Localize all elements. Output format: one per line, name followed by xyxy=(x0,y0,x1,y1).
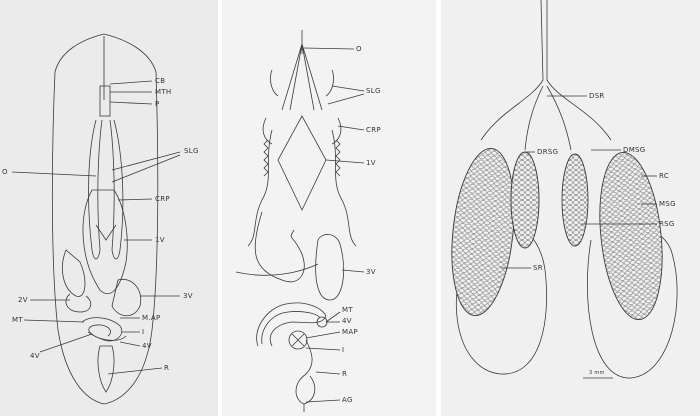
panel-salivary-glands: DSR DRSG DMSG RC MSG RSG SR 3 mm xyxy=(441,0,700,416)
label-3v: 3V xyxy=(366,268,376,276)
label-i: I xyxy=(342,346,344,354)
label-3v: 3V xyxy=(183,292,193,300)
label-dmsg: DMSG xyxy=(623,146,646,154)
scale-bar-label: 3 mm xyxy=(589,370,605,376)
label-2v: 2V xyxy=(18,296,28,304)
label-crp: CRP xyxy=(155,195,170,203)
label-dsr: DSR xyxy=(589,92,605,100)
label-ag: AG xyxy=(342,396,353,404)
label-1v: 1V xyxy=(155,236,165,244)
label-msg: MSG xyxy=(659,200,676,208)
label-crp: CRP xyxy=(366,126,381,134)
label-rc: RC xyxy=(659,172,669,180)
label-sr: SR xyxy=(533,264,543,272)
label-1v: 1V xyxy=(366,159,376,167)
panel-dissected-alimentary-canal: O SLG CRP 1V 3V MT 4V MAP I R AG xyxy=(222,0,436,416)
label-o: O xyxy=(356,45,362,53)
label-4v-left: 4V xyxy=(30,352,40,360)
label-slg: SLG xyxy=(366,87,381,95)
label-cb: CB xyxy=(155,77,165,85)
label-mth: MTH xyxy=(155,88,171,96)
label-map: MAP xyxy=(342,328,358,336)
label-drsg: DRSG xyxy=(537,148,558,156)
label-r: R xyxy=(164,364,169,372)
label-p: P xyxy=(155,100,160,108)
label-mt: MT xyxy=(12,316,23,324)
label-mt: MT xyxy=(342,306,353,314)
diagram-salivary-glands xyxy=(441,0,700,416)
label-i: I xyxy=(142,328,144,336)
label-map: M.AP xyxy=(142,314,160,322)
panel-whole-digestive-system: CB MTH P O SLG CRP 1V 2V 3V MT M.AP I 4V… xyxy=(0,0,218,416)
label-4v-right: 4V xyxy=(142,342,152,350)
label-o: O xyxy=(2,168,8,176)
label-rsg: RSG xyxy=(659,220,675,228)
label-slg: SLG xyxy=(184,147,199,155)
label-r: R xyxy=(342,370,347,378)
diagram-alimentary-canal xyxy=(222,0,436,416)
label-4v: 4V xyxy=(342,317,352,325)
